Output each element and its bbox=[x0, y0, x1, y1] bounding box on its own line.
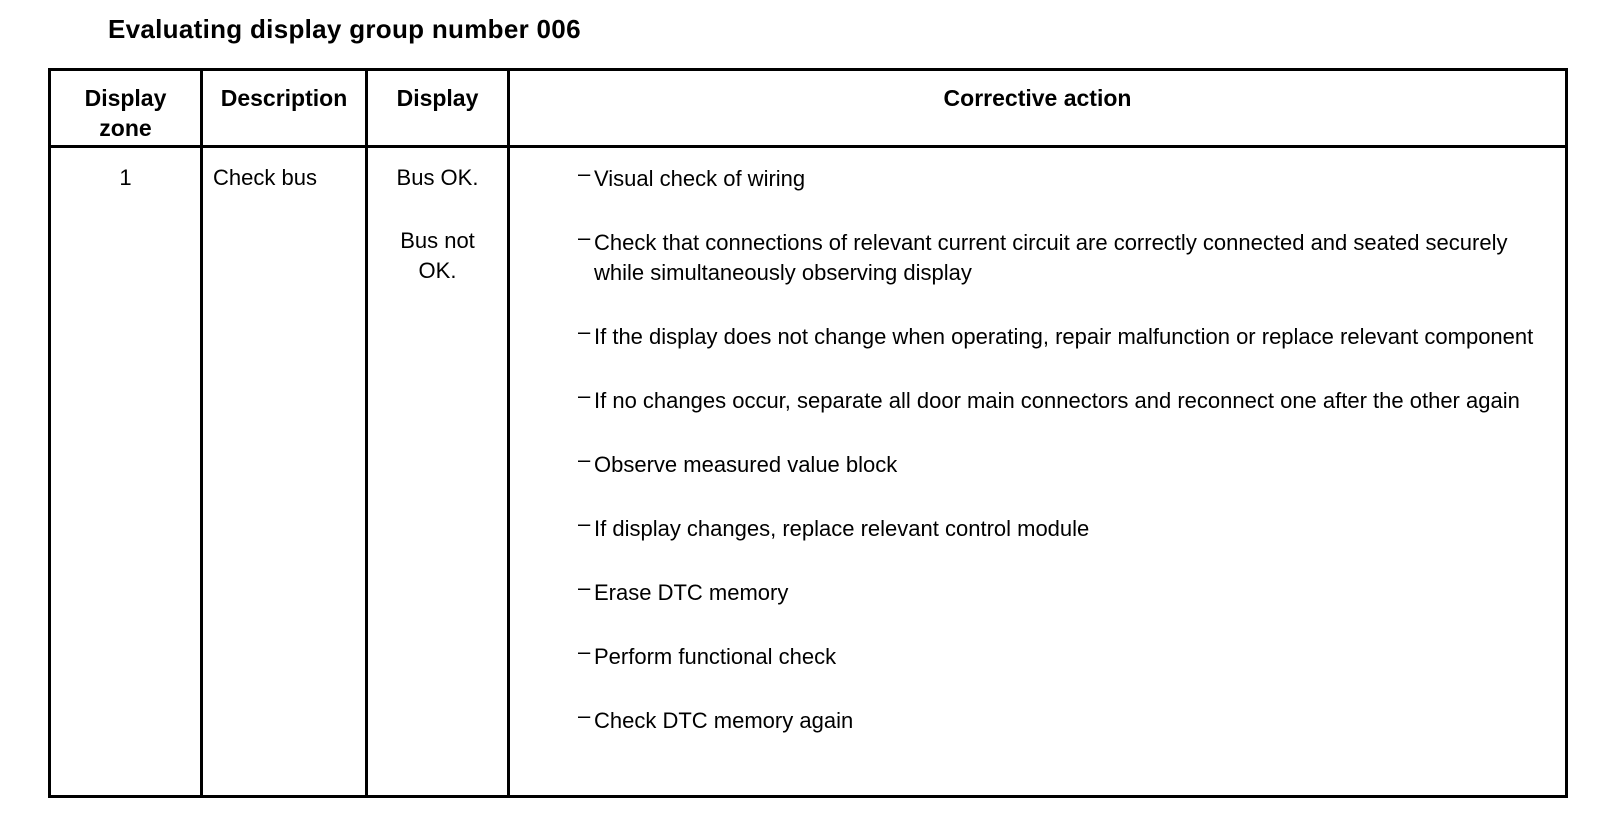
dash-bullet-icon: – bbox=[578, 319, 591, 344]
corrective-action-item: – Observe measured value block bbox=[578, 447, 1537, 480]
corrective-action-item: – If the display does not change when op… bbox=[578, 319, 1537, 352]
dash-bullet-icon: – bbox=[578, 383, 591, 408]
header-description: Description bbox=[200, 68, 368, 148]
dash-bullet-icon: – bbox=[578, 225, 591, 250]
corrective-action-text: Visual check of wiring bbox=[594, 166, 806, 191]
cell-description: Check bus bbox=[200, 145, 368, 798]
display-state-list: Bus OK. Bus not OK. bbox=[368, 163, 507, 286]
dash-bullet-icon: – bbox=[578, 703, 591, 728]
corrective-action-list: – Visual check of wiring – Check that co… bbox=[578, 161, 1537, 736]
corrective-action-item: – Perform functional check bbox=[578, 639, 1537, 672]
dash-bullet-icon: – bbox=[578, 511, 591, 536]
corrective-action-text: Erase DTC memory bbox=[594, 580, 789, 605]
table-row: 1 Check bus Bus OK. Bus not OK. – Visual … bbox=[48, 145, 1568, 798]
display-group-table: Display zone Description Display Correct… bbox=[48, 68, 1568, 798]
corrective-action-item: – If no changes occur, separate all door… bbox=[578, 383, 1537, 416]
cell-display-states: Bus OK. Bus not OK. bbox=[365, 145, 510, 798]
dash-bullet-icon: – bbox=[578, 161, 591, 186]
corrective-action-item: – Visual check of wiring bbox=[578, 161, 1537, 194]
corrective-action-text: Observe measured value block bbox=[594, 452, 898, 477]
corrective-action-item: – Check that connections of relevant cur… bbox=[578, 225, 1537, 288]
corrective-action-text: If the display does not change when oper… bbox=[594, 324, 1534, 349]
display-state: Bus OK. bbox=[396, 165, 479, 190]
corrective-action-text: If no changes occur, separate all door m… bbox=[594, 388, 1520, 413]
corrective-action-text: Perform functional check bbox=[594, 644, 837, 669]
dash-bullet-icon: – bbox=[578, 447, 591, 472]
corrective-action-item: – If display changes, replace relevant c… bbox=[578, 511, 1537, 544]
cell-display-zone: 1 bbox=[48, 145, 203, 798]
header-corrective-action: Corrective action bbox=[507, 68, 1568, 148]
header-row: Display zone Description Display Correct… bbox=[48, 68, 1568, 148]
corrective-action-text: If display changes, replace relevant con… bbox=[594, 516, 1090, 541]
cell-corrective-actions: – Visual check of wiring – Check that co… bbox=[507, 145, 1568, 798]
dash-bullet-icon: – bbox=[578, 639, 591, 664]
corrective-action-item: – Erase DTC memory bbox=[578, 575, 1537, 608]
display-state: Bus not OK. bbox=[400, 228, 475, 283]
corrective-action-item: – Check DTC memory again bbox=[578, 703, 1537, 736]
header-display: Display bbox=[365, 68, 510, 148]
corrective-action-text: Check DTC memory again bbox=[594, 708, 854, 733]
corrective-action-text: Check that connections of relevant curre… bbox=[594, 230, 1508, 285]
page-title: Evaluating display group number 006 bbox=[108, 14, 581, 44]
dash-bullet-icon: – bbox=[578, 575, 591, 600]
header-display-zone: Display zone bbox=[48, 68, 203, 148]
